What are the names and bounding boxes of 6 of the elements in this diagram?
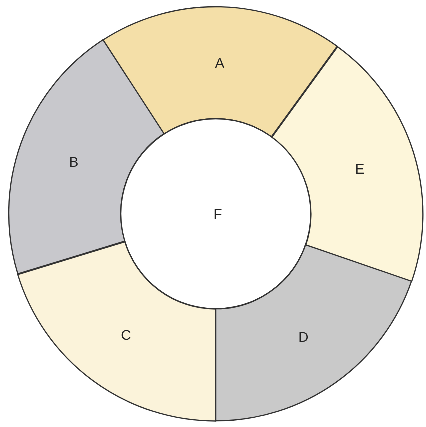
segment-label: F (214, 207, 222, 221)
segment-label: B (69, 155, 79, 170)
segment-label: C (121, 328, 132, 342)
segment-label: E (355, 162, 365, 176)
segment-label: D (298, 330, 309, 344)
segment-label: A (215, 56, 225, 70)
